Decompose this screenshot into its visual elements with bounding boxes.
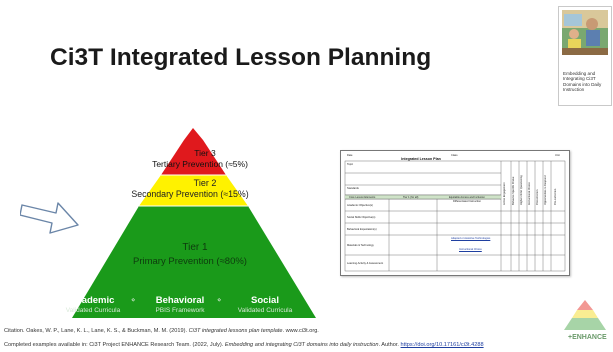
separator-dot: ⋄ [131, 297, 136, 304]
lp-date: Date [347, 154, 353, 157]
lp-col-2: Tier 1 (for all) [403, 195, 419, 199]
lp-note-1: Adapted or Assistive Technologies [451, 237, 491, 240]
citation-1-title: Ci3T integrated lessons plan template [188, 328, 283, 334]
lp-title: Integrated Lesson Plan [401, 157, 441, 161]
guide-cover-image [562, 10, 608, 55]
ci3t-logo-icon [564, 300, 606, 330]
tier3-region [161, 140, 226, 175]
lp-vcol-7: Pre-correction [554, 188, 557, 205]
lesson-plan-grid [344, 160, 566, 272]
lp-row-3: Behavioral Expectation(s) [347, 228, 377, 231]
lp-row-4: Materials & Technology [347, 244, 374, 247]
tier1-name: Tier 1 [182, 242, 208, 253]
guide-caption: Embedding and Integrating Ci3T Domains i… [563, 71, 602, 93]
lp-col-3-sub: Differentiated Instruction [453, 200, 482, 203]
lp-vcol-5: Precorrection [536, 189, 539, 205]
citation-line-1: Citation. Oakes, W. P., Lane, K. L., Lan… [4, 328, 319, 334]
lp-vcol-1: Active Engagement [503, 182, 506, 206]
lp-class: Class [451, 154, 458, 157]
lp-note-2: Instructional Choice [459, 248, 482, 251]
tier1-label: Primary Prevention (≈80%) [133, 256, 247, 267]
tier2-label: Secondary Prevention (≈15%) [131, 189, 249, 199]
lp-vcol-3: Higher-Order Questioning [520, 175, 523, 205]
separator-dot: ⋄ [217, 297, 222, 304]
citation-2-prefix: Completed examples available in: Ci3T Pr… [4, 342, 225, 348]
tier2-region [139, 175, 248, 206]
citation-2-suffix: . Author. [378, 342, 401, 348]
tier3-label: Tertiary Prevention (≈5%) [152, 159, 248, 169]
domain-academic-sub: Validated Curricula [65, 307, 121, 314]
lp-row-2: Social Skills Objective(s) [347, 216, 376, 219]
lp-row-5: Learning Activity & Assessment [347, 262, 384, 265]
domain-social-sub: Validated Curricula [237, 307, 293, 314]
domain-behavioral-sub: PBIS Framework [155, 307, 205, 314]
citation-line-2: Completed examples available in: Ci3T Pr… [4, 342, 484, 348]
domain-social: Social [251, 295, 279, 306]
lp-unit: Unit [555, 154, 560, 157]
lp-vcol-2: Behavior-Specific Praise [512, 176, 515, 205]
lp-row-1: Academic Objective(s) [347, 204, 373, 207]
citation-2-title: Embedding and integrating Ci3T domains i… [224, 342, 379, 348]
citation-1-suffix: . www.ci3t.org. [282, 328, 319, 334]
tier3-name: Tier 3 [194, 148, 216, 158]
lp-topic: Topic [347, 163, 354, 166]
lp-col-1: Core Lesson Elements [349, 195, 376, 199]
citation-1-prefix: Citation. Oakes, W. P., Lane, K. L., Lan… [4, 328, 189, 334]
lp-col-3: Equitable Access and Inclusion [449, 195, 485, 199]
domain-academic: Academic [69, 295, 115, 306]
lp-standards: Standards [347, 187, 359, 190]
domain-behavioral: Behavioral [155, 295, 205, 306]
lesson-plan-preview[interactable]: Date Class Unit Integrated Lesson Plan T… [340, 150, 570, 276]
logo-tag: +ENHANCE [568, 334, 607, 341]
tier1-region [72, 206, 316, 318]
slide-title: Ci3T Integrated Lesson Planning [50, 44, 432, 71]
lp-vcol-6: Opportunities to Respond [544, 175, 547, 205]
tier3-apex [184, 128, 203, 140]
guide-thumbnail[interactable]: Embedding and Integrating Ci3T Domains i… [558, 6, 612, 106]
lp-vcol-4: Instructional Choice [528, 182, 531, 205]
citation-doi-link[interactable]: https://doi.org/10.17161/ci3t.4288 [400, 342, 484, 348]
pointer-arrow-icon [20, 202, 79, 234]
tier2-name: Tier 2 [193, 178, 217, 188]
